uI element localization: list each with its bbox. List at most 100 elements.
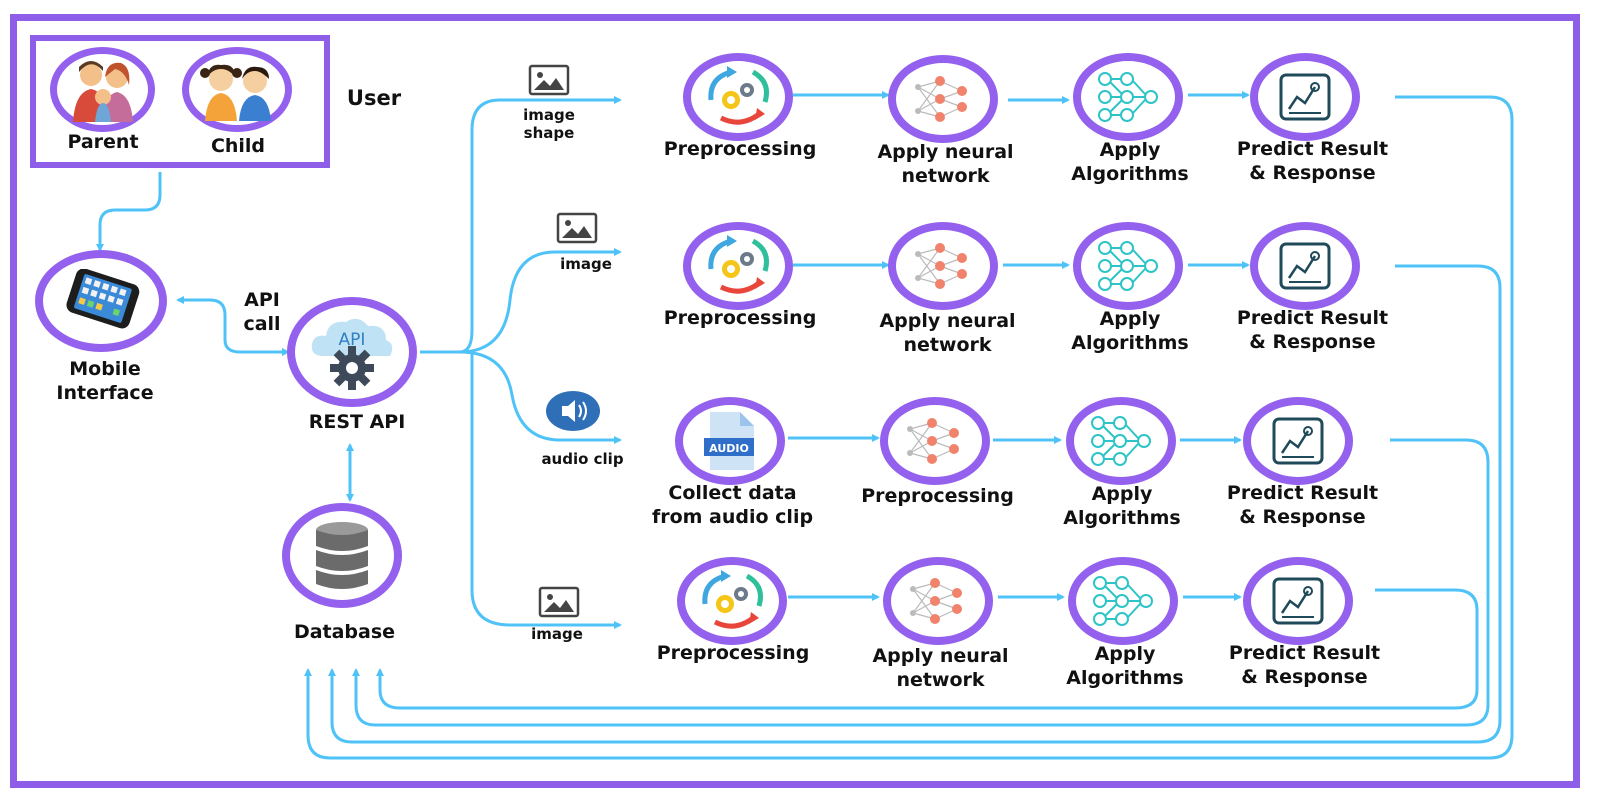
api-call-label: API call	[234, 288, 290, 336]
row2-step3-line1: Apply	[1099, 308, 1161, 330]
speaker-icon	[546, 391, 600, 431]
row2-step3-line2: Algorithms	[1071, 332, 1189, 354]
preprocessing-gears-icon	[708, 235, 769, 294]
child-avatar	[182, 47, 292, 132]
row4-step3-line2: Algorithms	[1066, 667, 1184, 689]
parent-avatar	[50, 47, 155, 132]
row2-step4-line2: & Response	[1249, 331, 1376, 353]
api-cloud-gear-icon: API	[311, 318, 393, 390]
neural-network-node[interactable]	[883, 557, 993, 645]
row2-step2-line1: Apply neural	[879, 310, 1016, 332]
prediction-chart-icon	[1279, 242, 1331, 290]
neural-network-icon	[910, 578, 962, 624]
input-audio-clip-label: audio clip	[541, 450, 624, 468]
row3-step1-line1: Collect data	[668, 482, 797, 504]
row1-step1-label: Preprocessing	[650, 137, 830, 161]
database-node[interactable]	[282, 503, 402, 608]
collect-audio-data-node[interactable]: AUDIO	[675, 397, 785, 485]
row3-step4-line2: & Response	[1239, 506, 1366, 528]
row3-step1-label: Collect data from audio clip	[630, 481, 835, 529]
predict-result-node[interactable]	[1250, 53, 1360, 141]
audio-icon-text: AUDIO	[709, 442, 749, 455]
predict-result-node[interactable]	[1243, 397, 1353, 485]
neural-network-icon	[915, 76, 967, 122]
row2-step3-label: Apply Algorithms	[1060, 307, 1200, 355]
algorithm-graph-icon	[1098, 241, 1158, 291]
row2-step4-label: Predict Result & Response	[1215, 306, 1410, 354]
row2-step1-label: Preprocessing	[650, 306, 830, 330]
row1-step4-label: Predict Result & Response	[1215, 137, 1410, 185]
neural-network-node[interactable]	[888, 55, 998, 143]
predict-result-node[interactable]	[1250, 222, 1360, 310]
preprocessing-node[interactable]	[677, 557, 787, 645]
row3-step2-label: Preprocessing	[845, 484, 1030, 508]
image-icon	[538, 586, 580, 618]
row4-step1-line1: Preprocessing	[656, 642, 810, 664]
api-call-line1: API	[244, 289, 280, 311]
row1-step2-label: Apply neural network	[858, 140, 1033, 188]
row1-step1-line1: Preprocessing	[663, 138, 817, 160]
row1-step4-line1: Predict Result	[1236, 138, 1389, 160]
database-label: Database	[293, 621, 396, 643]
mobile-label-line2: Interface	[56, 382, 154, 404]
api-call-line2: call	[243, 313, 281, 335]
algorithm-graph-icon	[1093, 576, 1153, 626]
row3-step2-line1: Preprocessing	[861, 485, 1014, 507]
preprocessing-node[interactable]	[880, 397, 990, 485]
algorithm-graph-icon	[1098, 72, 1158, 122]
row3-step1-line2: from audio clip	[651, 506, 814, 528]
preprocessing-gears-icon	[708, 66, 769, 125]
row2-step2-line2: network	[903, 334, 992, 356]
preprocessing-gears-icon	[702, 570, 763, 629]
algorithms-node[interactable]	[1073, 222, 1183, 310]
mobile-interface-node[interactable]	[35, 250, 167, 352]
predict-result-node[interactable]	[1243, 557, 1353, 645]
row1-step2-line1: Apply neural	[877, 141, 1014, 163]
row4-step4-line1: Predict Result	[1228, 642, 1381, 664]
row4-step4-label: Predict Result & Response	[1207, 641, 1402, 689]
mobile-label-line1: Mobile	[69, 358, 141, 380]
algorithm-graph-icon	[1091, 416, 1151, 466]
row1-step2-line2: network	[901, 165, 990, 187]
row2-step1-line1: Preprocessing	[663, 307, 817, 329]
preprocessing-node[interactable]	[683, 53, 793, 141]
row3-step3-label: Apply Algorithms	[1052, 482, 1192, 530]
row4-step3-line1: Apply	[1094, 643, 1156, 665]
row2-step4-line1: Predict Result	[1236, 307, 1389, 329]
prediction-chart-icon	[1272, 417, 1324, 465]
database-icon	[316, 521, 368, 589]
row2-step2-label: Apply neural network	[860, 309, 1035, 357]
row4-step1-label: Preprocessing	[643, 641, 823, 665]
row3-step3-line1: Apply	[1091, 483, 1153, 505]
prediction-chart-icon	[1272, 577, 1324, 625]
child-label: Child	[210, 135, 266, 157]
row4-step4-line2: & Response	[1241, 666, 1368, 688]
preprocessing-node[interactable]	[683, 222, 793, 310]
api-icon-text: API	[339, 330, 366, 350]
row1-step4-line2: & Response	[1249, 162, 1376, 184]
image-icon	[528, 64, 570, 96]
neural-network-node[interactable]	[888, 222, 998, 310]
audio-file-icon: AUDIO	[704, 412, 754, 470]
rest-api-label: REST API	[308, 411, 406, 433]
neural-network-icon	[907, 418, 959, 464]
input-image-label: image	[531, 625, 583, 643]
family-icon	[72, 61, 133, 122]
rest-api-node[interactable]: API	[287, 297, 417, 407]
row3-step4-line1: Predict Result	[1226, 482, 1379, 504]
user-title: User	[346, 86, 402, 110]
row4-step3-label: Apply Algorithms	[1055, 642, 1195, 690]
row4-step2-line2: network	[896, 669, 985, 691]
parent-label: Parent	[67, 131, 139, 153]
algorithms-node[interactable]	[1068, 557, 1178, 645]
row3-step3-line2: Algorithms	[1063, 507, 1181, 529]
row1-step3-line1: Apply	[1099, 139, 1161, 161]
input-row1-line1: image	[523, 106, 575, 124]
algorithms-node[interactable]	[1073, 53, 1183, 141]
children-icon	[200, 64, 271, 121]
algorithms-node[interactable]	[1066, 397, 1176, 485]
row4-step2-label: Apply neural network	[853, 644, 1028, 692]
row4-step2-line1: Apply neural	[872, 645, 1009, 667]
image-icon	[556, 212, 598, 244]
